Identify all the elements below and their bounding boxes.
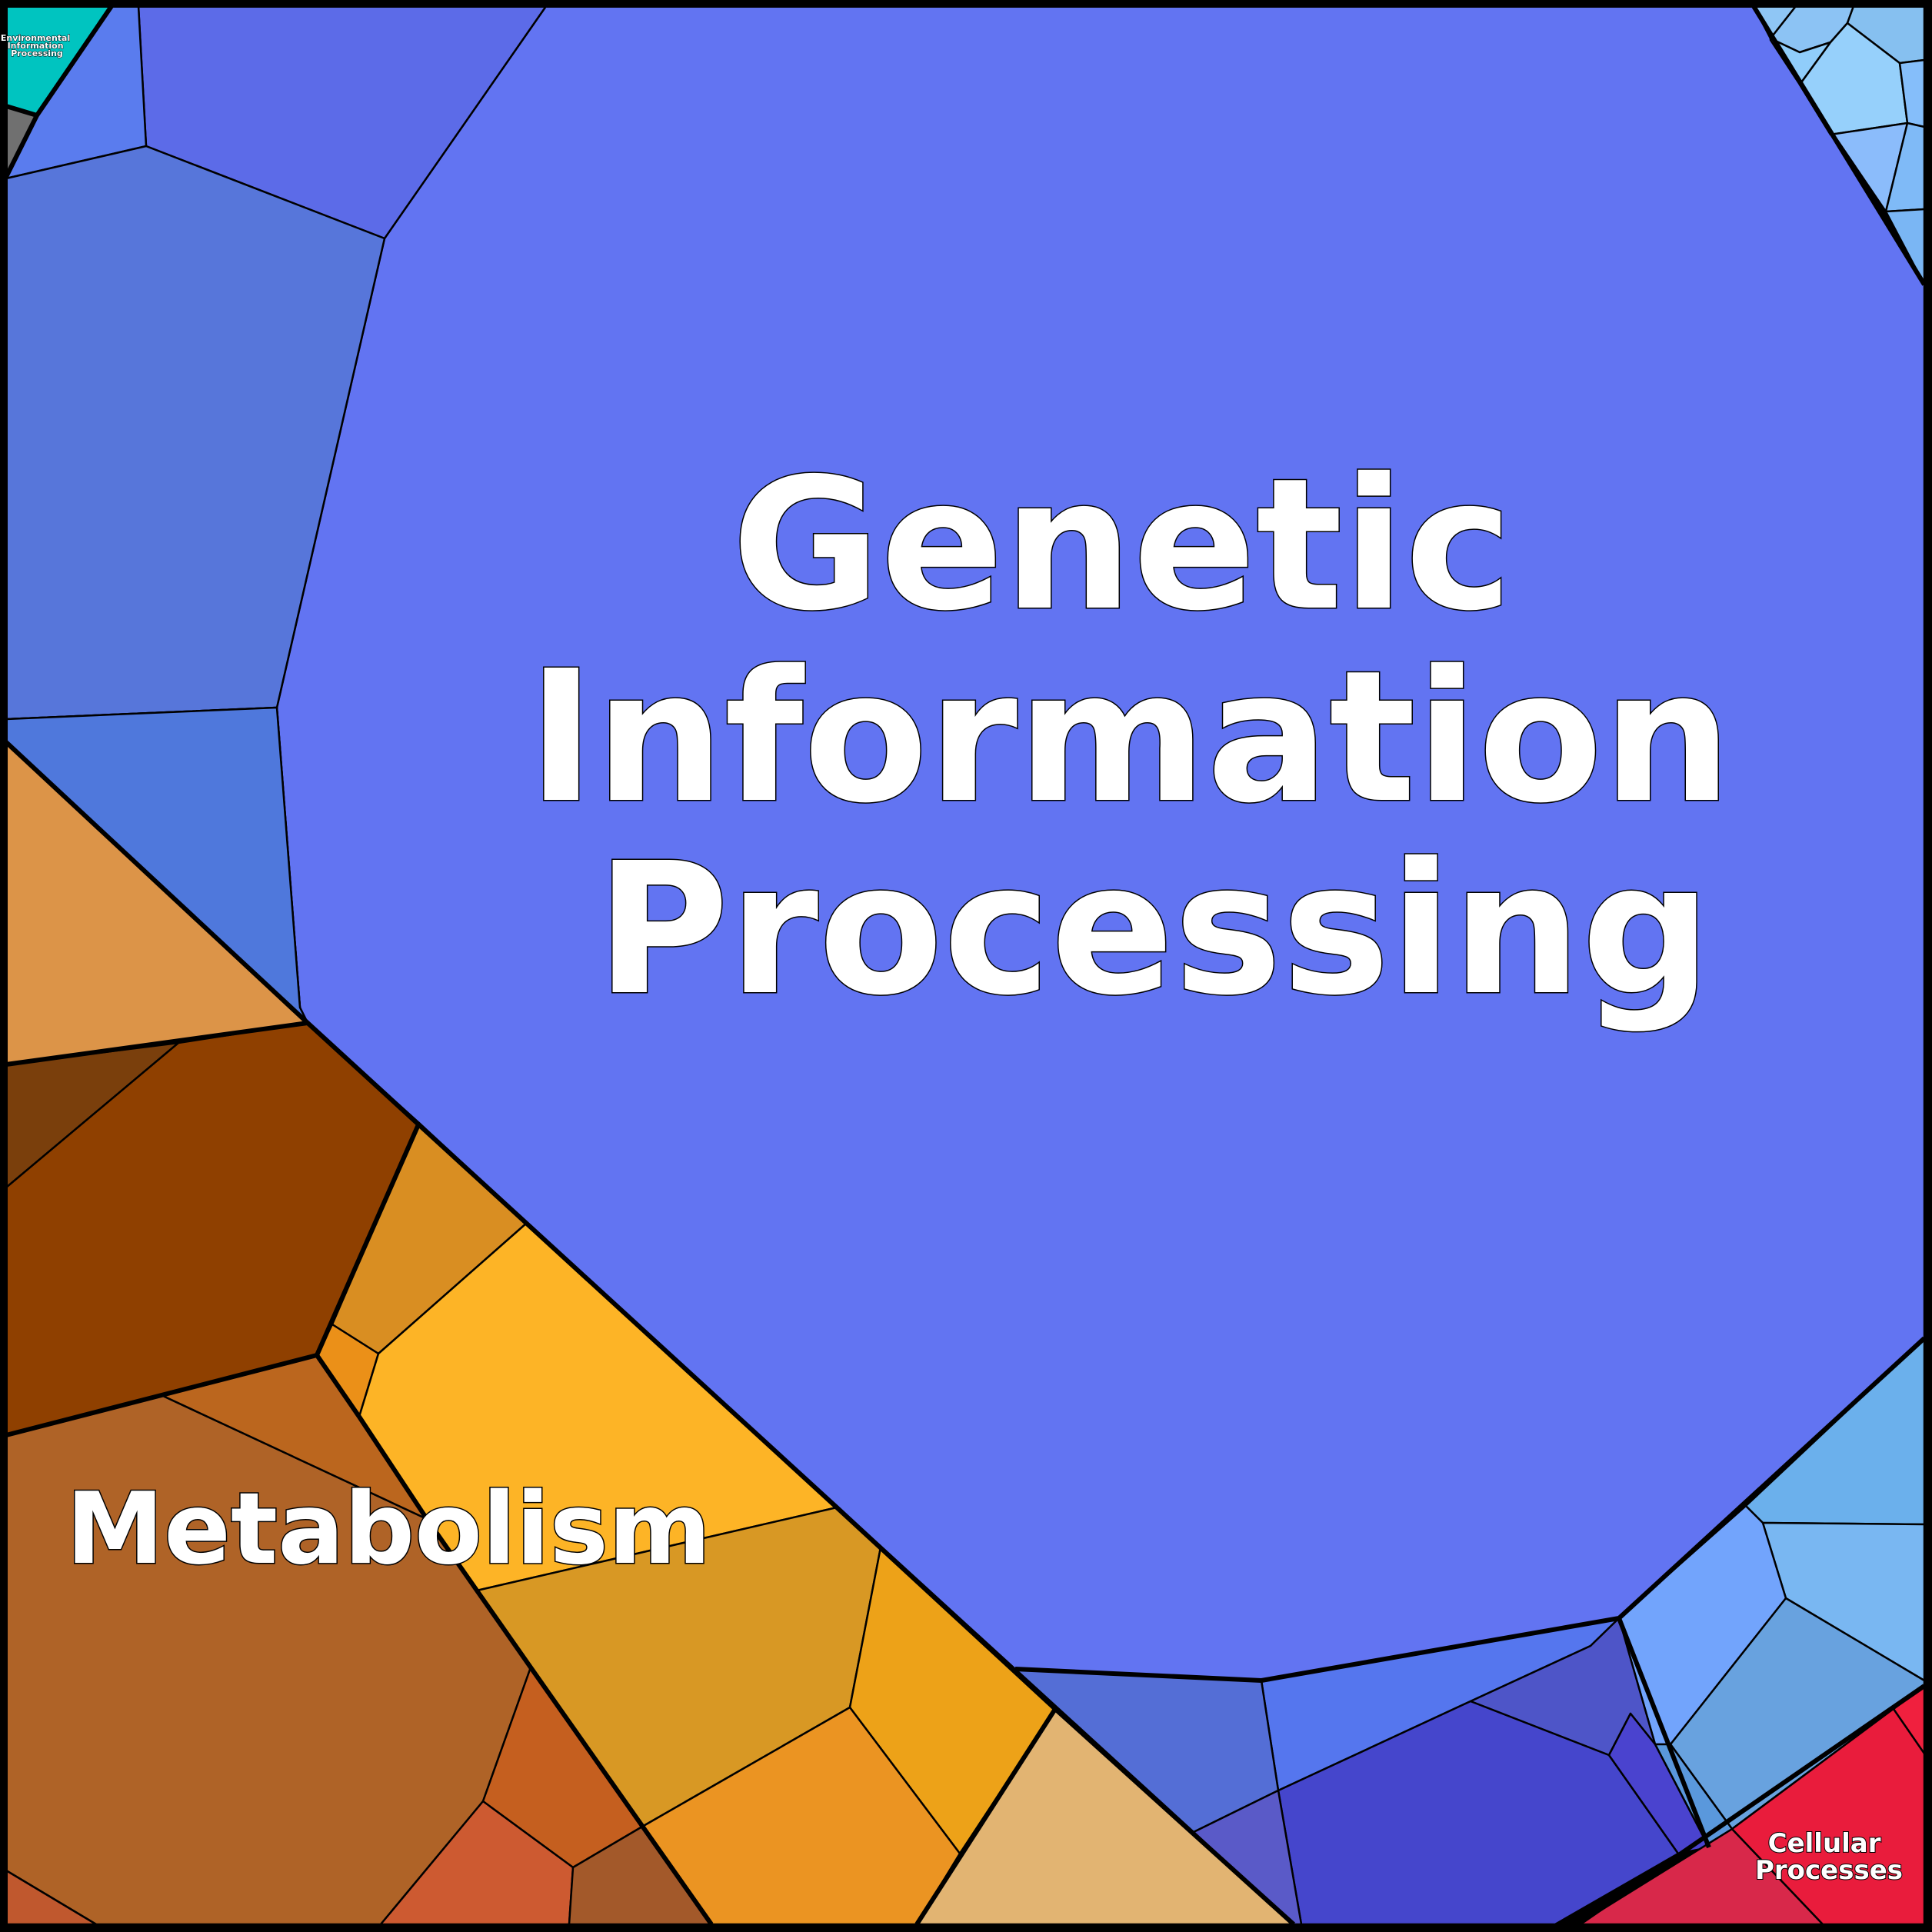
label-cellular-processes: Cellular Processes: [1755, 1828, 1903, 1886]
border-metabolism-inner: [315, 1121, 714, 1926]
border-genetic-right: [1617, 1617, 1711, 1849]
label-cellular-line-2: Processes: [1755, 1855, 1903, 1886]
border-grey: [5, 104, 38, 118]
label-genetic-information-processing: Genetic Information Processing: [528, 439, 1795, 1035]
border-metabolism-inner-3: [5, 1021, 308, 1067]
label-metabolism: Metabolism: [66, 1472, 711, 1587]
border-genetic-metabolism: [4, 740, 1296, 1927]
category-borders: [4, 5, 1927, 1927]
label-environmental-line-1: Environmental: [1, 33, 70, 43]
border-genetic-cellular: [1577, 1684, 1926, 1927]
label-cellular-line-1: Cellular: [1768, 1828, 1881, 1859]
label-environmental-information-processing: Environmental Information Processing: [1, 33, 73, 58]
label-genetic-line-1: Genetic: [731, 439, 1512, 651]
border-genetic-bottomright: [1014, 1336, 1927, 1683]
border-metabolism-inner-4: [914, 1707, 1058, 1926]
label-environmental-line-2: Information: [8, 41, 64, 51]
label-environmental-line-3: Processing: [11, 48, 63, 58]
border-metabolism-inner-2: [5, 1353, 318, 1437]
cell-genetic-b-e: [1607, 1712, 1710, 1855]
label-genetic-line-2: Information: [528, 631, 1732, 843]
border-genetic-topright: [1751, 5, 1927, 286]
label-genetic-line-3: Processing: [596, 824, 1711, 1035]
cells-layer: [5, 5, 1926, 1926]
